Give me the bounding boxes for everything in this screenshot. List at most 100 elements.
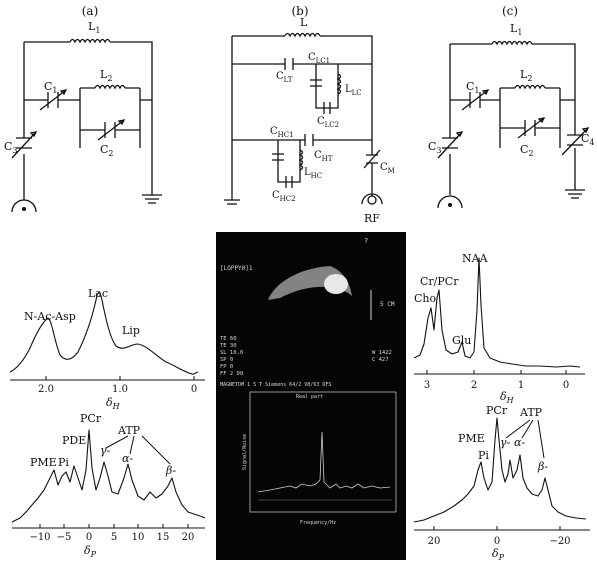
peak-alpha-left: α- [122,452,133,465]
scanner-image: [LOPPY0]1 ? 5 CM TE 60 TE 30 SL 10.0 SP … [216,232,406,560]
C1-a-label: C1 [44,80,58,95]
tick-p-left-m5: −5 [57,532,72,543]
L1-c-label: L1 [510,22,522,37]
scanner-scale: 5 CM [380,301,395,308]
L-b-label: L [300,16,308,29]
CM-label: CM [380,162,395,175]
circuit-a: (a) L1 C1 L2 C2 C3 [4,4,162,213]
scanner-window: W 1422 [372,350,392,356]
tick-p-left-5: 5 [111,532,117,543]
peak-naa: NAA [462,252,489,265]
axis-p-left: δP [84,544,97,559]
scanner-param-2: SL 10.0 [220,350,243,356]
peak-cho: Cho [414,292,437,305]
circuit-b: (b) L CLT CLC1 LLC CLC2 CHT CHC1 LHC CHC… [224,4,395,225]
axis-h-right: δH [500,390,515,405]
scanner-question: ? [364,237,368,245]
CHT-label: CHT [314,150,333,163]
peak-pme-left: PME [30,456,57,469]
scanner-param-4: FP 0 [220,364,233,370]
spectrum-h-right-trace [413,257,581,368]
spectrum-p-left-trace [11,429,206,523]
C4-c-label: C4 [581,132,595,147]
tick-p-left-m10: −10 [29,532,50,543]
axis-p-right: δP [492,547,505,562]
scanner-plot-ylabel: Signal/Noise [242,434,248,470]
peak-pcr-right: PCr [486,404,508,417]
C2-a-label: C2 [100,143,114,158]
tick-p-left-0: 0 [86,532,92,543]
CHC2-label: CHC2 [272,190,296,203]
tick-h-right-0: 0 [563,380,569,391]
tick-h-left-2: 2.0 [38,384,54,395]
peak-pcr-left: PCr [80,412,102,425]
CLC1-label: CLC1 [308,52,330,65]
scanner-plot-title: Real part [296,394,323,400]
peak-pde-left: PDE [62,434,86,447]
C2-c-label: C2 [520,143,534,158]
spectrum-p-right-trace [413,417,587,523]
L1-a-label: L1 [88,20,100,35]
C1-c-label: C1 [466,80,480,95]
peak-beta-right: β- [537,460,548,473]
spectrum-p-left: PCr PDE PME Pi ATP γ- α- β- −10 −5 0 5 1… [11,412,206,559]
tick-h-left-1: 1.0 [112,384,128,395]
spectrum-h-left-trace [9,291,199,375]
circuit-c: (c) L1 C1 L2 C2 C3 C4 [428,4,595,209]
axis-h-left: δH [106,396,121,411]
peak-alpha-right: α- [514,436,525,449]
peak-gamma-right: γ- [500,436,511,449]
LHC-label: LHC [304,167,322,180]
scanner-plot-trace [257,431,391,493]
peak-atp-left: ATP [117,424,141,437]
spectrum-h-right: NAA Cr/PCr Cho Glu 3 2 1 0 δH [413,252,585,405]
tick-p-right-20: 20 [428,536,441,547]
L2-a-label: L2 [100,68,112,83]
tick-p-left-10: 10 [132,532,145,543]
spectrum-p-right: PCr ATP PME Pi γ- α- β- 20 0 −20 δP [413,404,590,562]
peak-lip: Lip [122,324,140,337]
CHC1-label: CHC1 [270,126,294,139]
scanner-param-1: TE 30 [220,343,237,349]
scanner-param-0: TE 60 [220,336,237,342]
RF-label: RF [364,212,380,225]
CLC2-label: CLC2 [317,116,339,129]
scanner-param-3: SP 0 [220,357,233,363]
scan-bright-spot [324,274,348,294]
tick-h-right-1: 1 [518,380,524,391]
L2-c-label: L2 [520,68,532,83]
peak-lac: Lac [88,287,108,300]
C3-c-label: C3 [428,140,442,155]
tick-h-right-2: 2 [471,380,477,391]
peak-pi-right: Pi [478,449,489,462]
scanner-center: C 427 [372,357,389,363]
scanner-top-left: [LOPPY0]1 [220,265,253,272]
peak-beta-left: β- [165,464,176,477]
scanner-plot-frame [249,391,397,513]
panel-c-label: (c) [502,4,518,18]
tick-p-left-20: 20 [182,532,195,543]
CLT-label: CLT [276,71,293,84]
peak-pi-left: Pi [58,456,69,469]
scanner-param-5: FF 2 00 [220,371,243,377]
tick-p-left-15: 15 [157,532,170,543]
peak-atp-right: ATP [519,406,543,419]
panel-a-label: (a) [82,4,99,18]
panel-b-label: (b) [291,4,308,18]
tick-h-right-3: 3 [424,380,430,391]
spectrum-h-left: N-Ac-Asp Lac Lip 2.0 1.0 0 δH [9,287,205,411]
peak-cr-pcr: Cr/PCr [420,275,459,288]
peak-pme-right: PME [458,432,485,445]
scan-arc [268,266,352,300]
scanner-footer: MAGNETOM 1 5 T Siemens K4/2 V8/63 DFS [220,382,331,388]
tick-h-left-0: 0 [191,384,197,395]
peak-glu: Glu [452,334,471,347]
C3-a-label: C3 [4,140,18,155]
tick-p-right-m20: −20 [549,536,570,547]
peak-gamma-left: γ- [100,444,111,457]
scanner-plot-xlabel: Frequency/Hz [300,520,336,526]
LLC-label: LLC [345,84,362,97]
tick-p-right-0: 0 [494,536,500,547]
peak-n-ac-asp: N-Ac-Asp [24,310,76,323]
